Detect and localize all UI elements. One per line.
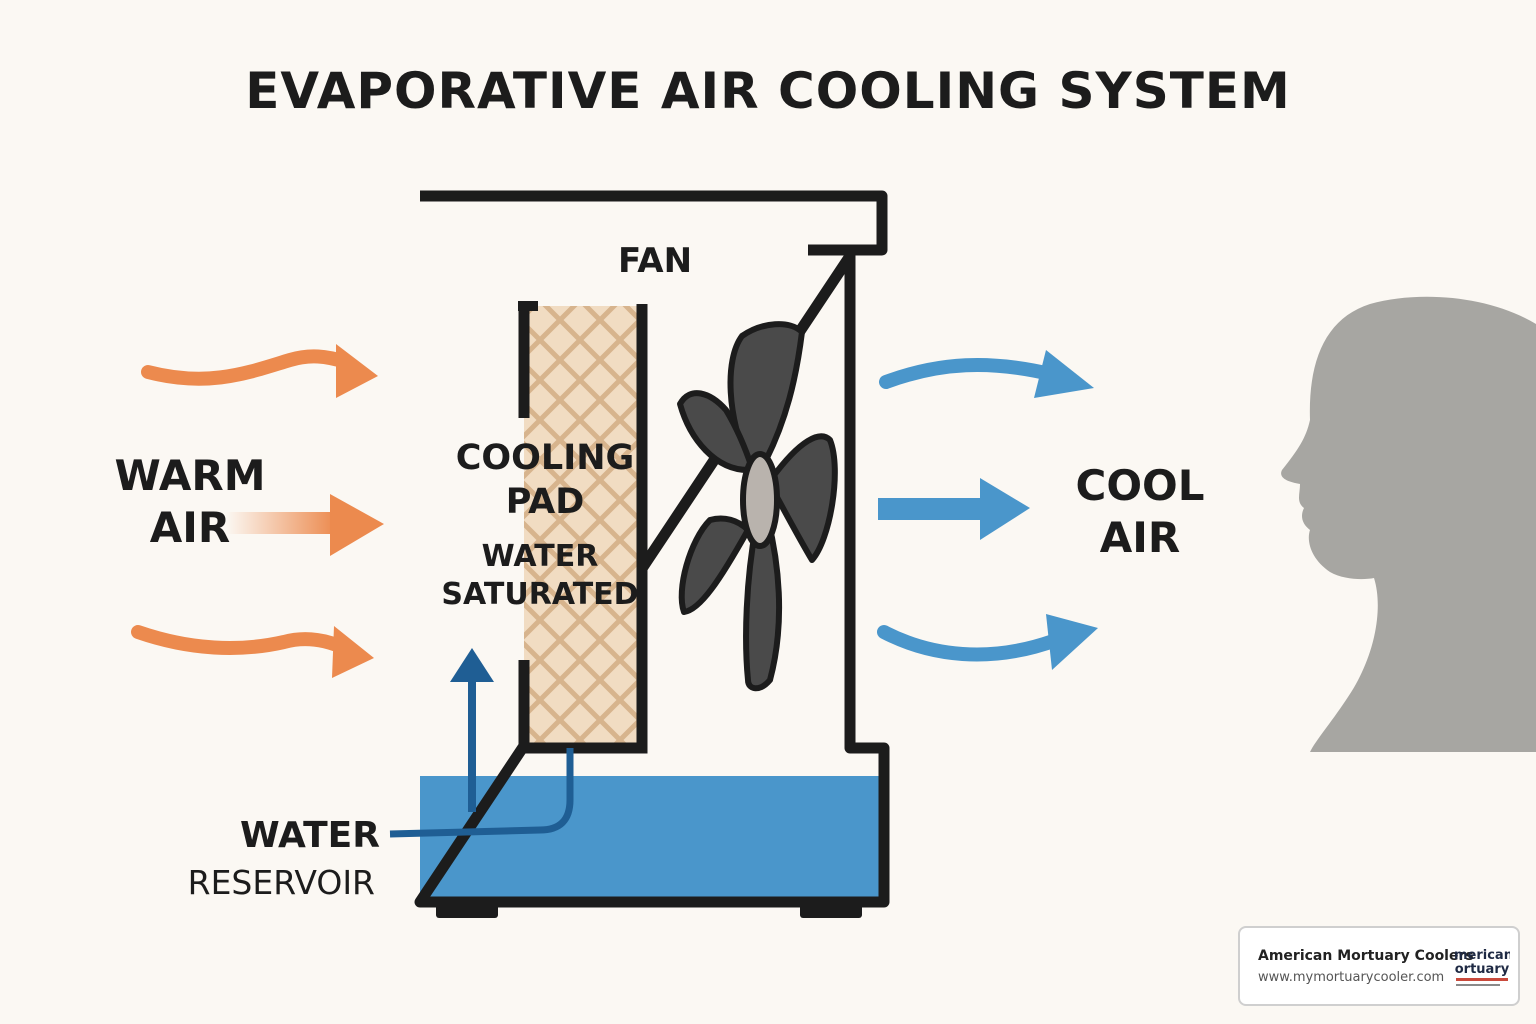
watermark-logo-line2: ortuary xyxy=(1454,962,1510,977)
cool-air-arrows xyxy=(877,350,1098,670)
fan-label: FAN xyxy=(617,241,693,281)
watermark-logo-line1: merican xyxy=(1454,948,1510,963)
warm-air-label: WARM AIR xyxy=(100,450,280,554)
water-saturated-label-line2: SATURATED xyxy=(441,577,639,612)
fan-blades xyxy=(677,321,838,692)
reservoir-water xyxy=(420,776,884,902)
warm-air-label-line1: WARM xyxy=(114,451,266,500)
cooling-pad-frame xyxy=(518,304,648,754)
cool-air-label-line1: COOL xyxy=(1075,461,1205,510)
housing-foot-left xyxy=(436,904,498,918)
water-saturated-label-line1: WATER xyxy=(481,539,599,574)
warm-air-arrows xyxy=(131,344,384,678)
watermark-url: www.mymortuarycooler.com xyxy=(1258,970,1445,985)
person-silhouette xyxy=(1281,296,1536,752)
watermark-logo: merican ortuary xyxy=(1454,942,1510,992)
housing-foot-right xyxy=(800,904,862,918)
watermark-badge: American Mortuary Coolers www.mymortuary… xyxy=(1238,926,1520,1006)
cool-air-label: COOL AIR xyxy=(1050,460,1230,564)
watermark-company: American Mortuary Coolers xyxy=(1258,948,1474,964)
fan-hub xyxy=(740,451,780,549)
water-saturated-label: WATER SATURATED xyxy=(430,538,650,614)
watermark-logo-underline xyxy=(1456,984,1500,986)
warm-air-label-line2: AIR xyxy=(149,503,231,552)
cooler-housing xyxy=(414,190,890,908)
wick-pipe xyxy=(389,748,574,838)
water-flow-arrowhead xyxy=(450,648,494,682)
diagram-title: EVAPORATIVE AIR COOLING SYSTEM xyxy=(245,62,1291,120)
cooling-pad-label-line1: COOLING xyxy=(455,438,635,478)
watermark-logo-stripe xyxy=(1456,978,1508,981)
reservoir-label: RESERVOIR xyxy=(187,863,375,902)
cooling-pad-label-line2: PAD xyxy=(505,482,585,522)
water-label: WATER xyxy=(239,815,380,856)
cooling-pad-mesh xyxy=(524,306,642,746)
cool-air-label-line2: AIR xyxy=(1099,513,1181,562)
cooling-pad-label: COOLING PAD xyxy=(440,436,650,524)
